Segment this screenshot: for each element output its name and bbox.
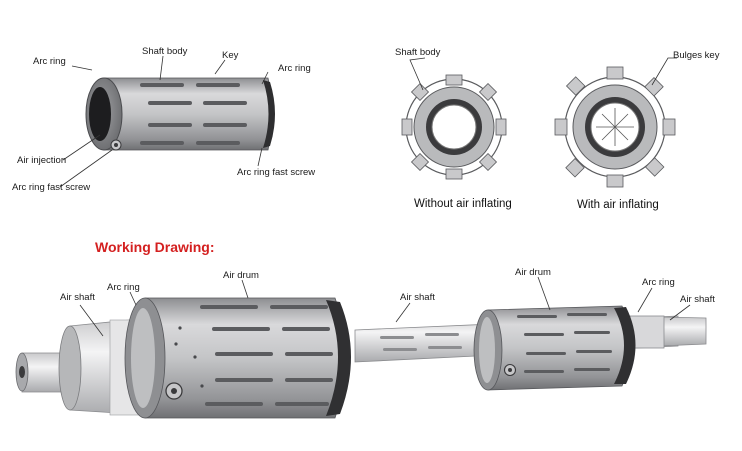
caption-with-air-inflating: With air inflating bbox=[577, 199, 659, 211]
label-working-air-drum-left: Air drum bbox=[223, 270, 259, 281]
label-working-arc-ring-right: Arc ring bbox=[642, 277, 675, 288]
label-air-injection: Air injection bbox=[17, 155, 66, 166]
label-key: Key bbox=[222, 50, 239, 61]
working-drawing-heading: Working Drawing: bbox=[95, 239, 215, 255]
label-arc-ring-right: Arc ring bbox=[278, 63, 311, 74]
label-working-air-shaft-mid: Air shaft bbox=[400, 292, 435, 303]
cylinder-slots bbox=[140, 83, 247, 145]
label-arc-ring-fast-screw-left: Arc ring fast screw bbox=[12, 182, 90, 193]
label-bulges-key: Bulges key bbox=[673, 50, 720, 61]
label-working-arc-ring-left: Arc ring bbox=[107, 282, 140, 293]
working-leaders bbox=[79, 276, 691, 337]
caption-without-air-inflating: Without air inflating bbox=[414, 198, 512, 210]
label-arc-ring-left: Arc ring bbox=[33, 56, 66, 67]
top-left-leaders bbox=[59, 55, 269, 188]
label-working-air-shaft-right: Air shaft bbox=[680, 294, 715, 305]
label-shaft-body: Shaft body bbox=[142, 46, 188, 57]
label-working-air-shaft-left: Air shaft bbox=[60, 292, 95, 303]
top-left-cylinder bbox=[85, 77, 275, 151]
label-working-air-drum-right: Air drum bbox=[515, 267, 551, 278]
label-section-shaft-body: Shaft body bbox=[395, 47, 441, 58]
small-air-drum bbox=[473, 305, 636, 391]
label-arc-ring-fast-screw-right: Arc ring fast screw bbox=[237, 167, 315, 178]
section-without-air bbox=[401, 74, 507, 180]
big-air-drum bbox=[124, 297, 351, 419]
section-with-air bbox=[554, 66, 676, 188]
top-right-leaders bbox=[409, 57, 677, 91]
